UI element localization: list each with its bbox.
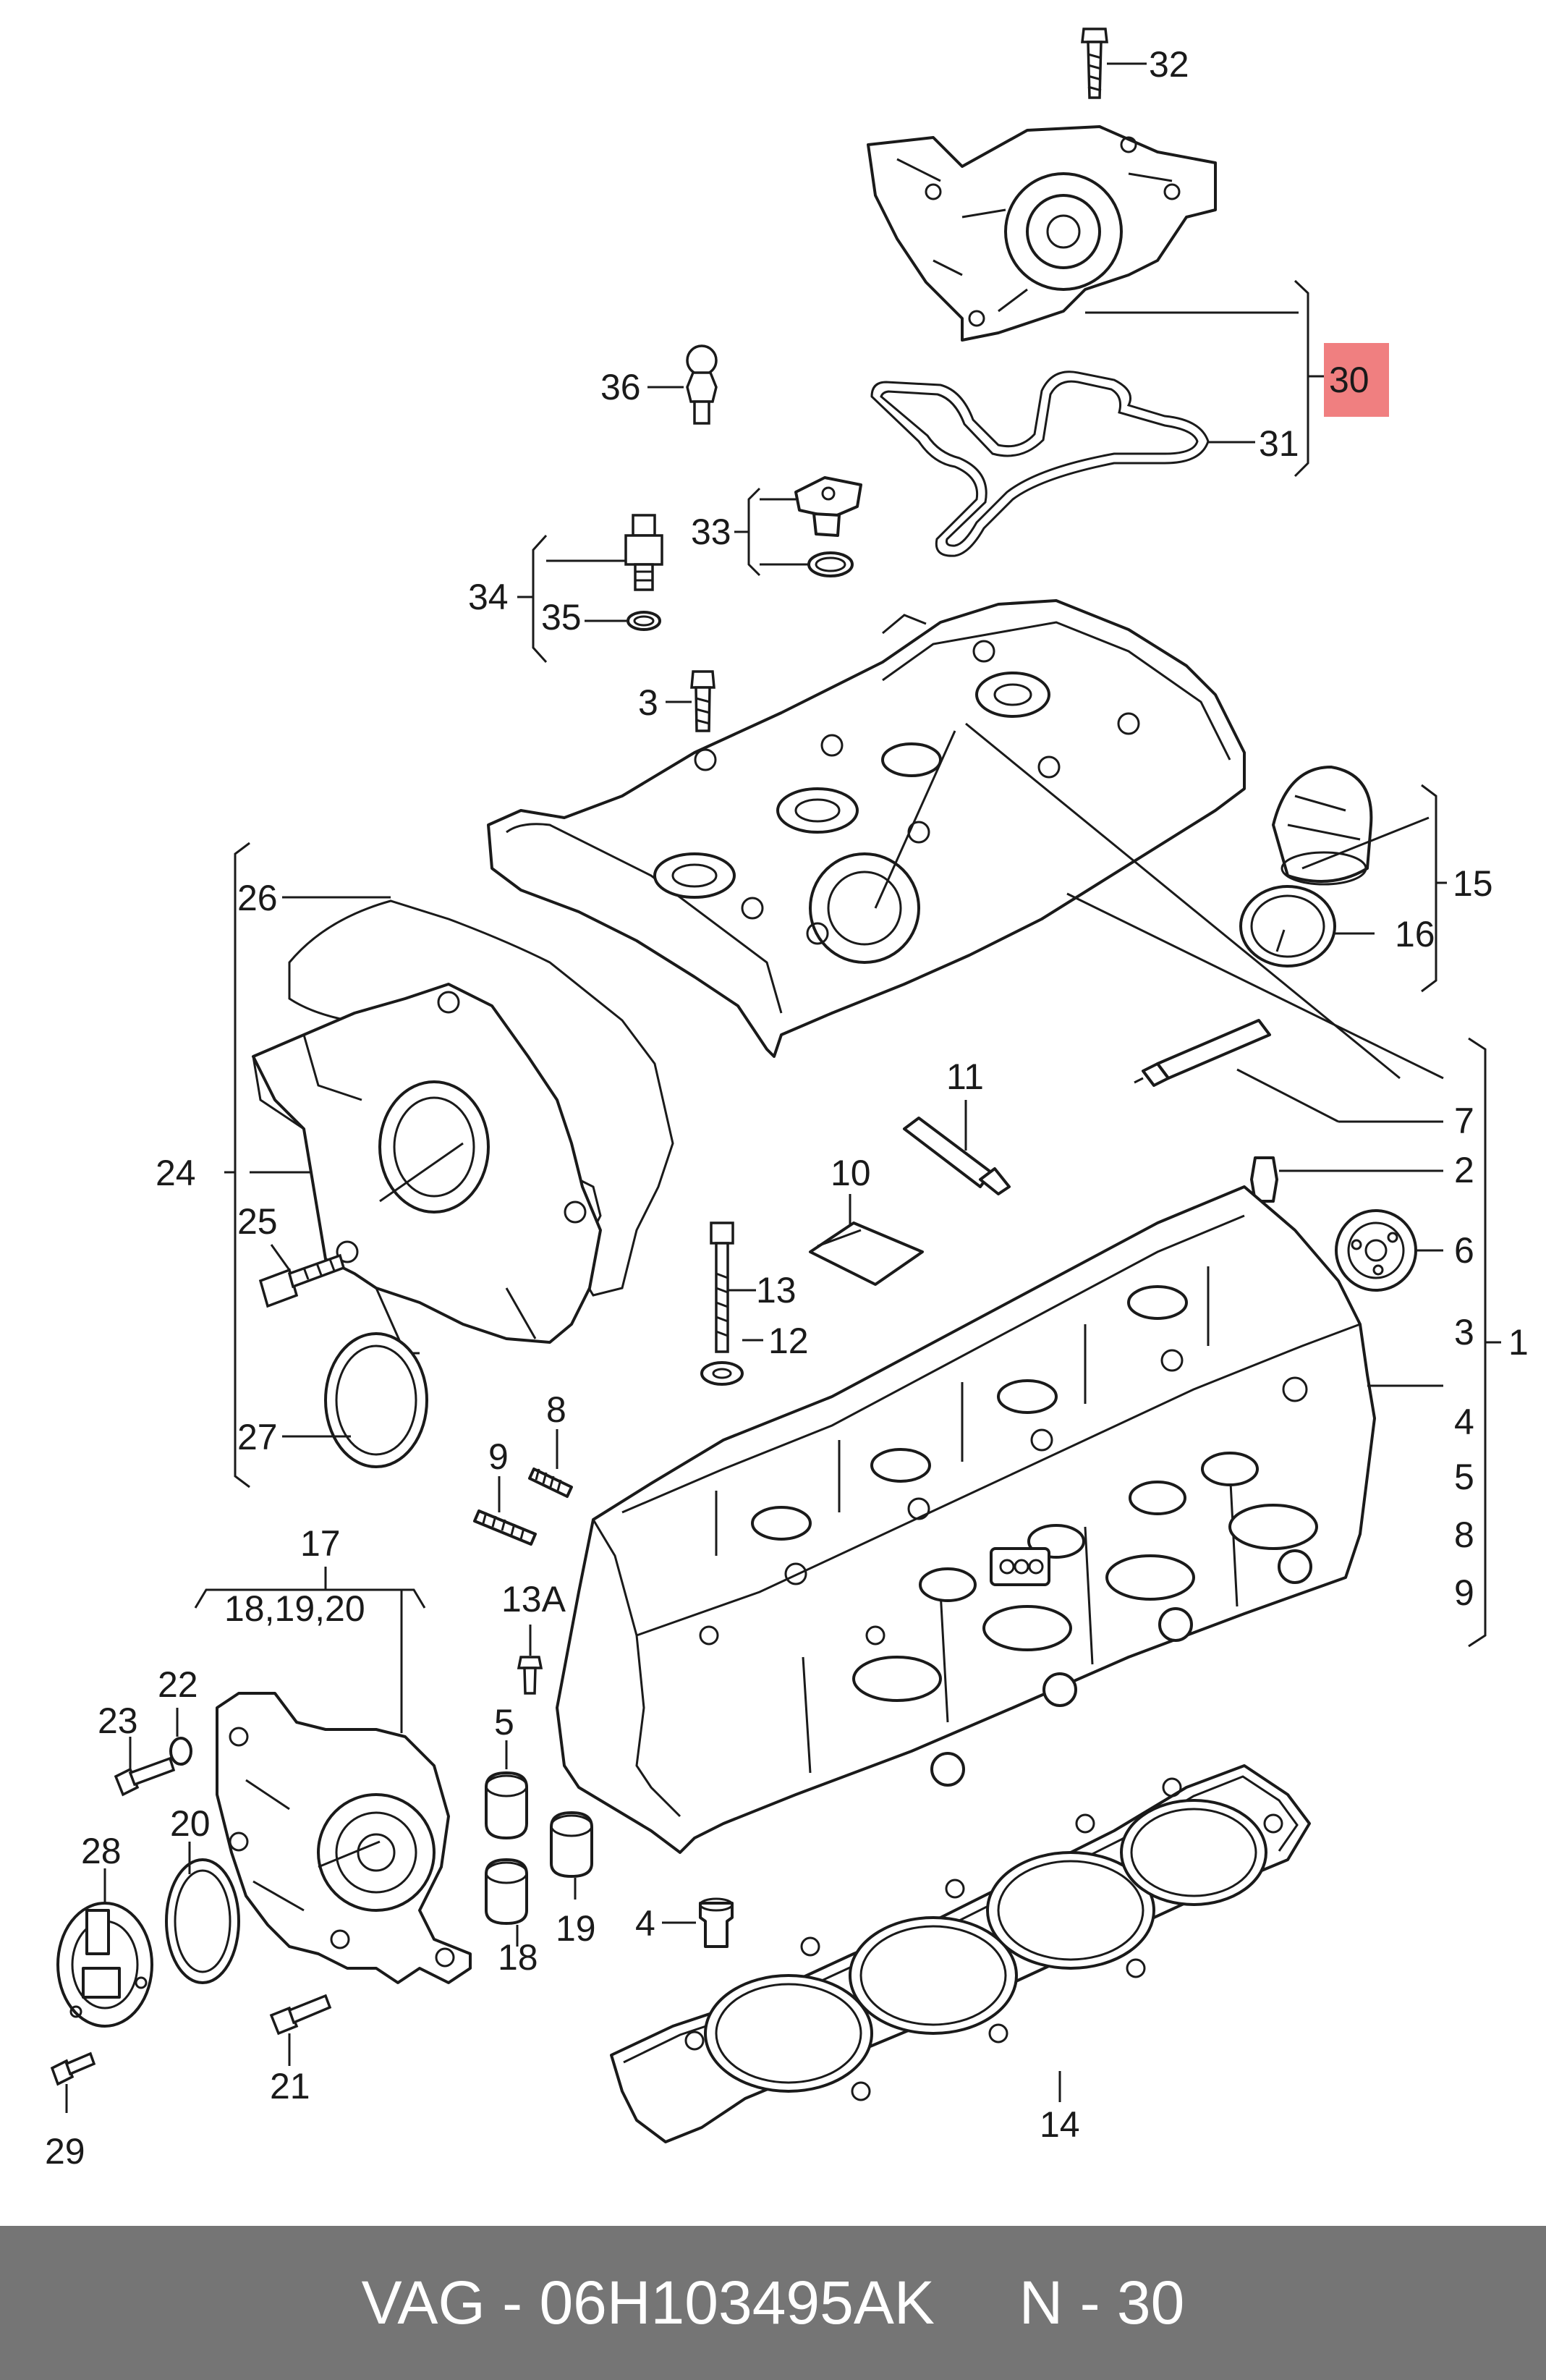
callout-21: 21 [270, 2066, 310, 2106]
callout-25: 25 [237, 1201, 278, 1242]
callout-13: 13 [756, 1270, 797, 1310]
callout-4: 4 [635, 1903, 655, 1944]
head-gasket [610, 1764, 1311, 2143]
stud-9 [473, 1476, 537, 1546]
vacuum-pump [216, 1692, 472, 1984]
callout-22: 22 [158, 1664, 198, 1705]
callout-5-side: 5 [1454, 1457, 1474, 1497]
callout-10: 10 [831, 1153, 871, 1193]
callout-24: 24 [156, 1153, 196, 1193]
callout-31: 31 [1259, 423, 1299, 464]
callout-28: 28 [81, 1831, 122, 1871]
callout-15: 15 [1453, 863, 1493, 904]
brand-part-number: VAG - 06H103495AK [361, 2269, 935, 2337]
tube-11 [903, 1100, 1011, 1195]
stud-8 [528, 1429, 573, 1498]
valve-34 [517, 514, 663, 664]
timing-case-cover [252, 899, 674, 1355]
bolt-3-top [666, 670, 715, 732]
callout-23: 23 [98, 1701, 138, 1741]
bolt-23 [114, 1737, 176, 1797]
bolt-21 [269, 1994, 332, 2066]
bolt-29 [50, 2051, 96, 2113]
highlight-30 [1324, 343, 1389, 417]
callout-17: 17 [300, 1523, 341, 1564]
callout-6: 6 [1454, 1230, 1474, 1271]
part-number-footer: VAG - 06H103495AK N - 30 [0, 2226, 1546, 2380]
callout-8: 8 [546, 1389, 566, 1430]
gasket-31 [870, 370, 1210, 557]
exploded-parts-diagram: 32 30 31 36 33 34 35 3 15 16 26 7 2 11 1… [45, 27, 1529, 2172]
callout-5: 5 [494, 1702, 514, 1742]
callout-18-19-20: 18,19,20 [224, 1588, 365, 1629]
callout-26: 26 [237, 878, 278, 918]
screw-13a [517, 1625, 543, 1695]
callout-2: 2 [1454, 1150, 1474, 1190]
callout-33: 33 [691, 512, 731, 552]
callout-1: 1 [1508, 1322, 1529, 1363]
callout-9-side: 9 [1454, 1572, 1474, 1613]
callout-7: 7 [1454, 1101, 1474, 1141]
callout-36: 36 [600, 367, 641, 407]
sealant-10 [809, 1194, 924, 1286]
bolt-32 [1081, 27, 1147, 99]
washer-12 [700, 1339, 763, 1386]
callout-35: 35 [541, 597, 582, 638]
bucket-5 [485, 1740, 528, 1839]
callout-13a: 13A [501, 1579, 566, 1619]
callout-8-side: 8 [1454, 1515, 1474, 1555]
callout-19: 19 [556, 1908, 596, 1949]
seal-4 [662, 1897, 734, 1948]
callout-11: 11 [946, 1056, 984, 1097]
washer-22 [169, 1708, 192, 1766]
sealant-tube-7 [1134, 1019, 1443, 1123]
callout-4-side: 4 [1454, 1402, 1474, 1442]
footer-spacer [935, 2268, 1019, 2338]
oil-filler-cap [1239, 766, 1447, 993]
sprocket-6 [1335, 1209, 1443, 1292]
seal-27 [282, 1332, 428, 1468]
cylinder-head-cover [487, 599, 1246, 1058]
tappet-19 [550, 1811, 593, 1900]
bolt-25 [258, 1244, 346, 1308]
oil-separator-housing [867, 125, 1217, 342]
pump-drive-28 [56, 1868, 153, 2028]
callout-32: 32 [1149, 44, 1189, 85]
pin-36 [647, 344, 718, 425]
callout-30: 30 [1329, 360, 1369, 400]
cylinder-head [556, 1185, 1376, 1854]
tappet-18 [485, 1858, 528, 1947]
callout-3-top: 3 [638, 682, 658, 723]
callout-14: 14 [1040, 2104, 1080, 2145]
callout-29: 29 [45, 2131, 85, 2172]
callout-9: 9 [488, 1436, 509, 1477]
callout-16: 16 [1395, 914, 1435, 954]
callout-34: 34 [468, 577, 509, 617]
dowel-2 [1250, 1156, 1443, 1203]
callout-3-side: 3 [1454, 1312, 1474, 1352]
callout-12: 12 [768, 1321, 809, 1361]
callout-18: 18 [498, 1937, 538, 1978]
bolt-13 [710, 1221, 756, 1353]
callout-27: 27 [237, 1417, 278, 1457]
oring-20 [165, 1842, 240, 1984]
callout-20: 20 [170, 1803, 211, 1844]
cap-33 [734, 476, 862, 577]
diagram-position: N - 30 [1019, 2269, 1185, 2337]
